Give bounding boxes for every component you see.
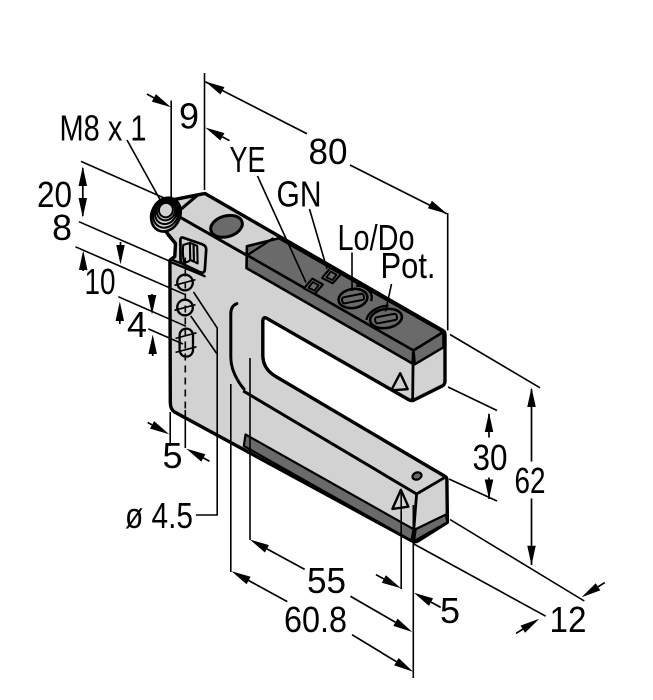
svg-text:55: 55 — [307, 560, 346, 601]
svg-text:Pot.: Pot. — [381, 245, 436, 286]
svg-text:80: 80 — [309, 131, 348, 172]
svg-text:Lo/Do: Lo/Do — [338, 217, 415, 258]
svg-text:5: 5 — [162, 435, 182, 476]
svg-text:20: 20 — [37, 174, 72, 215]
svg-text:8: 8 — [52, 207, 72, 248]
svg-text:62: 62 — [515, 460, 546, 501]
svg-text:30: 30 — [473, 437, 508, 478]
svg-text:10: 10 — [85, 261, 116, 302]
svg-text:9: 9 — [179, 96, 199, 137]
svg-text:12: 12 — [550, 599, 587, 640]
svg-text:ø 4.5: ø 4.5 — [125, 495, 193, 536]
svg-text:5: 5 — [440, 590, 460, 631]
svg-text:M8 x 1: M8 x 1 — [60, 108, 147, 149]
svg-text:4: 4 — [127, 304, 147, 345]
svg-text:GN: GN — [277, 174, 322, 215]
svg-text:60.8: 60.8 — [284, 599, 347, 640]
svg-text:YE: YE — [230, 139, 266, 180]
